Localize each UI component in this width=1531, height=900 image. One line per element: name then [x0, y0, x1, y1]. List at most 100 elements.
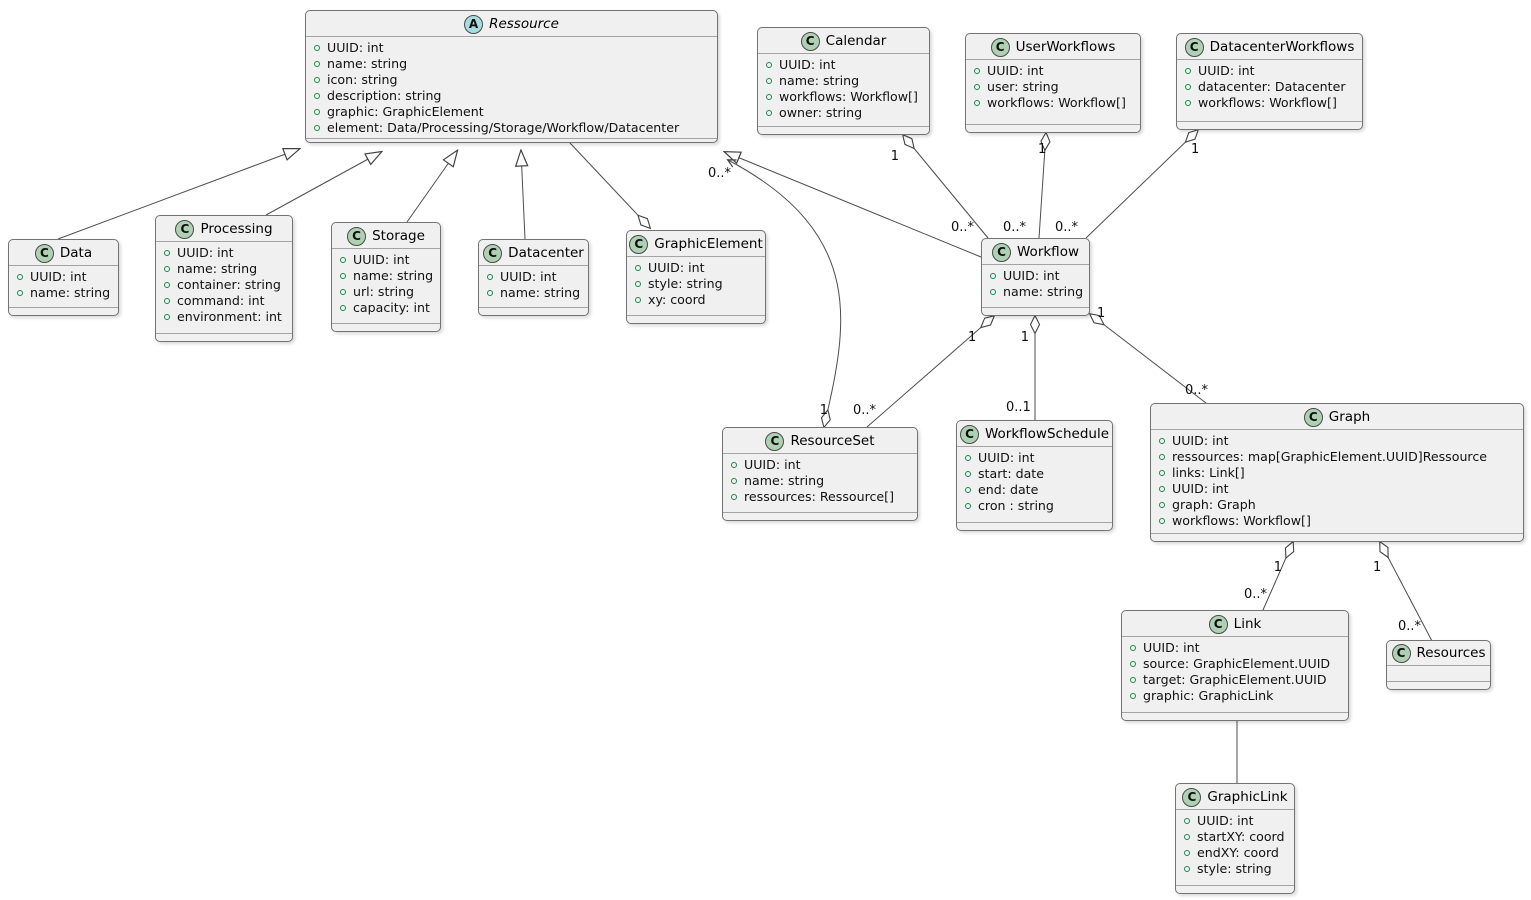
- class-data-attributes: UUID: int name: string: [9, 265, 118, 307]
- class-userworkflows-name: UserWorkflows: [1015, 39, 1116, 55]
- visibility-public-icon: [766, 94, 772, 100]
- class-processing-title: C Processing: [156, 216, 292, 241]
- edge-resourceset-ressource: [728, 160, 842, 427]
- visibility-public-icon: [1159, 454, 1165, 460]
- edge-datacenterworkflows-workflow: [1085, 130, 1198, 239]
- visibility-public-icon: [974, 84, 980, 90]
- class-icon: C: [483, 243, 503, 263]
- attribute-row: UUID: int: [962, 450, 1107, 466]
- visibility-public-icon: [314, 61, 320, 67]
- class-storage: C Storage UUID: int name: string url: st…: [331, 222, 441, 332]
- class-workflowschedule-methods: [957, 522, 1112, 530]
- class-icon: C: [800, 31, 820, 51]
- visibility-public-icon: [314, 125, 320, 131]
- class-datacenterworkflows-title: C DatacenterWorkflows: [1177, 34, 1362, 59]
- multiplicity-label: 0..*: [1055, 220, 1079, 235]
- visibility-public-icon: [314, 109, 320, 115]
- multiplicity-label: 0..*: [1003, 220, 1027, 235]
- visibility-public-icon: [766, 78, 772, 84]
- class-icon: C: [629, 234, 649, 254]
- multiplicity-label: 0..1: [1006, 400, 1031, 415]
- class-storage-attributes: UUID: int name: string url: string capac…: [332, 248, 440, 323]
- class-graphiclink-title: C GraphicLink: [1176, 784, 1294, 809]
- visibility-public-icon: [1130, 677, 1136, 683]
- class-graphicelement-name: GraphicElement: [654, 236, 763, 252]
- class-datacenter-title: C Datacenter: [479, 240, 588, 265]
- class-graph: C Graph UUID: int ressources: map[Graphi…: [1150, 403, 1524, 542]
- attribute-row: container: string: [161, 277, 287, 293]
- visibility-public-icon: [1185, 84, 1191, 90]
- visibility-public-icon: [635, 281, 641, 287]
- visibility-public-icon: [340, 273, 346, 279]
- visibility-public-icon: [1184, 866, 1190, 872]
- class-graphicelement-attributes: UUID: int style: string xy: coord: [627, 256, 765, 315]
- class-graphicelement-methods: [627, 315, 765, 323]
- attribute-row: cron : string: [962, 498, 1107, 514]
- multiplicity-label: 1: [1274, 560, 1282, 575]
- class-datacenterworkflows-name: DatacenterWorkflows: [1209, 39, 1355, 55]
- attribute-row: ressources: Ressource[]: [728, 489, 912, 505]
- attribute-row: UUID: int: [987, 268, 1084, 284]
- attribute-row: end: date: [962, 482, 1107, 498]
- visibility-public-icon: [1159, 518, 1165, 524]
- attribute-row: links: Link[]: [1156, 465, 1518, 481]
- attribute-row: UUID: int: [728, 457, 912, 473]
- class-resourceset-methods: [723, 512, 917, 520]
- multiplicity-label: 1: [1021, 330, 1029, 345]
- class-graphicelement-title: C GraphicElement: [627, 231, 765, 256]
- attribute-row: command: int: [161, 293, 287, 309]
- class-ressource-title: A Ressource: [306, 11, 717, 36]
- class-calendar-name: Calendar: [825, 33, 887, 49]
- multiplicity-label: 0..*: [951, 220, 975, 235]
- class-icon: C: [992, 242, 1011, 262]
- attribute-row: name: string: [987, 284, 1084, 300]
- class-resources-attributes: [1387, 665, 1490, 681]
- attribute-row: owner: string: [763, 105, 924, 121]
- class-workflowschedule-name: WorkflowSchedule: [984, 426, 1110, 442]
- attribute-row: user: string: [971, 79, 1135, 95]
- class-datacenter-attributes: UUID: int name: string: [479, 265, 588, 307]
- class-userworkflows: C UserWorkflows UUID: int user: string w…: [965, 33, 1141, 133]
- multiplicity-label: 0..*: [708, 166, 732, 181]
- attribute-row: graphic: GraphicLink: [1127, 688, 1343, 704]
- class-icon: C: [1184, 37, 1204, 57]
- class-icon: C: [1391, 643, 1411, 663]
- visibility-public-icon: [766, 110, 772, 116]
- edge-calendar-workflow: [903, 135, 989, 239]
- class-resources: C Resources: [1386, 640, 1491, 690]
- attribute-row: graph: Graph: [1156, 497, 1518, 513]
- edge-graph-link: [1262, 542, 1293, 611]
- visibility-public-icon: [731, 462, 737, 468]
- class-icon: C: [990, 37, 1010, 57]
- visibility-public-icon: [164, 298, 170, 304]
- class-data-methods: [9, 307, 118, 315]
- class-icon: C: [347, 226, 367, 246]
- class-graph-attributes: UUID: int ressources: map[GraphicElement…: [1151, 429, 1523, 533]
- attribute-row: url: string: [337, 284, 435, 300]
- visibility-public-icon: [1185, 100, 1191, 106]
- visibility-public-icon: [340, 289, 346, 295]
- multiplicity-label: 1: [1373, 560, 1381, 575]
- class-workflow-attributes: UUID: int name: string: [982, 264, 1089, 307]
- class-resources-methods: [1387, 681, 1490, 689]
- visibility-public-icon: [340, 305, 346, 311]
- attribute-row: UUID: int: [971, 63, 1135, 79]
- class-workflowschedule: C WorkflowSchedule UUID: int start: date…: [956, 420, 1113, 531]
- class-graph-methods: [1151, 533, 1523, 541]
- attribute-row: workflows: Workflow[]: [763, 89, 924, 105]
- class-data-title: C Data: [9, 240, 118, 265]
- attribute-row: UUID: int: [311, 40, 712, 56]
- multiplicity-label: 1: [820, 403, 828, 418]
- edge-datacenter-extends-ressource: [521, 151, 525, 240]
- visibility-public-icon: [1130, 661, 1136, 667]
- class-link-methods: [1122, 712, 1348, 720]
- class-workflowschedule-title: C WorkflowSchedule: [957, 421, 1112, 446]
- visibility-public-icon: [164, 282, 170, 288]
- class-processing-methods: [156, 333, 292, 341]
- visibility-public-icon: [17, 274, 23, 280]
- multiplicity-label: 0..*: [1185, 383, 1209, 398]
- class-resourceset-title: C ResourceSet: [723, 428, 917, 453]
- visibility-public-icon: [635, 297, 641, 303]
- visibility-public-icon: [164, 266, 170, 272]
